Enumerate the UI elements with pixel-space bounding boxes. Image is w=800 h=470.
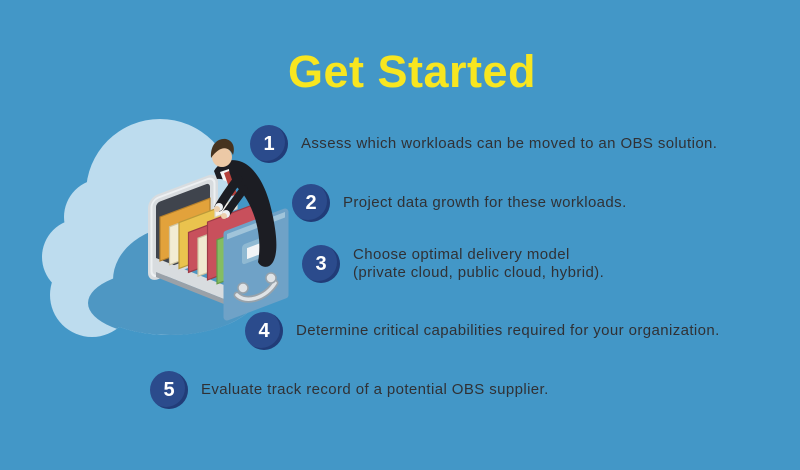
- step-text: Assess which workloads can be moved to a…: [301, 135, 718, 152]
- page-title: Get Started: [287, 46, 537, 97]
- step-item-5: 5 Evaluate track record of a potential O…: [150, 371, 549, 409]
- drawer-tray: [156, 258, 244, 312]
- step-number-badge: 2: [292, 184, 330, 222]
- businessman-figure: [210, 138, 277, 267]
- step-item-1: 1 Assess which workloads can be moved to…: [250, 125, 717, 163]
- step-text: Project data growth for these workloads.: [343, 194, 627, 211]
- step-text: Determine critical capabilities required…: [296, 322, 720, 339]
- head: [212, 147, 232, 167]
- hair: [210, 138, 234, 158]
- step-text: Evaluate track record of a potential OBS…: [201, 381, 549, 398]
- step-text: (private cloud, public cloud, hybrid).: [353, 264, 605, 281]
- step-text: Choose optimal delivery model: [353, 246, 570, 263]
- suit-body: [214, 160, 277, 267]
- step-item-3: 3 Choose optimal delivery model (private…: [302, 245, 604, 283]
- hand: [214, 206, 220, 212]
- cloud-cabinet-illustration: Businessman pulling colorful folders fro…: [42, 119, 289, 337]
- drawer-handle-icon: [233, 272, 279, 303]
- hand: [221, 213, 227, 219]
- drawer-front: [223, 208, 289, 321]
- step-item-2: 2 Project data growth for these workload…: [292, 184, 627, 222]
- step-item-4: 4 Determine critical capabilities requir…: [245, 312, 720, 350]
- step-number-badge: 3: [302, 245, 340, 283]
- step-number-badge: 4: [245, 312, 283, 350]
- step-number-badge: 1: [250, 125, 288, 163]
- step-number-badge: 5: [150, 371, 188, 409]
